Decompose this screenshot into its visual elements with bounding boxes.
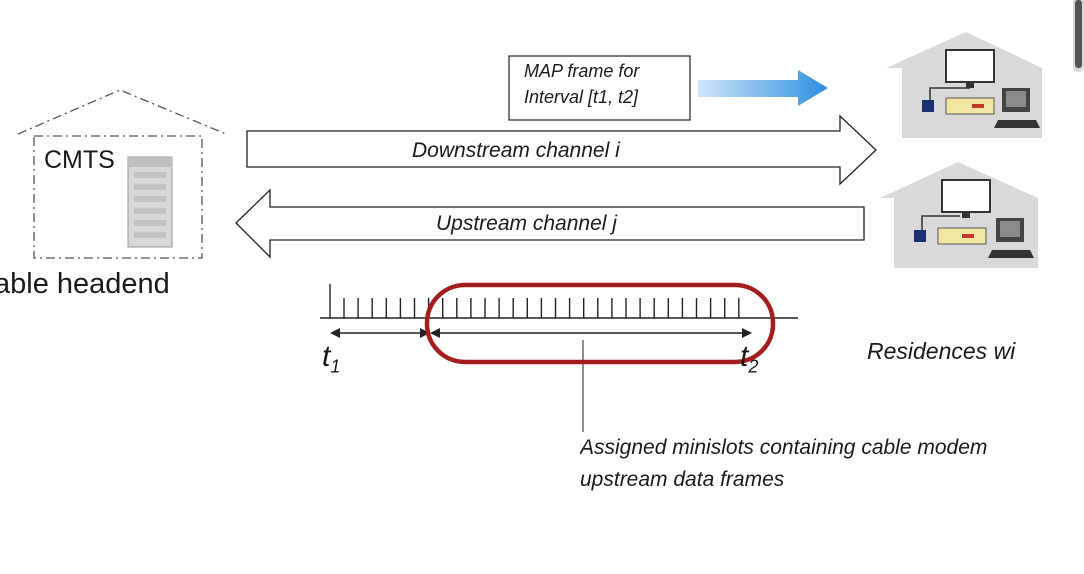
t1-main: t	[322, 340, 331, 373]
map-frame-label: MAP frame for Interval [t1, t2]	[509, 58, 687, 110]
downstream-arrow	[246, 114, 877, 186]
map-frame-line-2: Interval [t1, t2]	[524, 87, 639, 107]
minislot-note: Assigned minislots containing cable mode…	[580, 432, 1040, 496]
t2-main: t	[740, 340, 749, 373]
cmts-server-icon	[127, 156, 173, 248]
map-frame-box	[508, 55, 691, 121]
residence-house-1	[886, 32, 1042, 138]
downstream-label: Downstream channel i	[412, 139, 620, 162]
cmts-label: CMTS	[44, 146, 115, 174]
residence-house-2	[880, 162, 1038, 268]
t1-subscript: 1	[330, 356, 341, 377]
t2-subscript: 2	[748, 356, 759, 377]
assigned-minislots-highlight	[424, 282, 776, 365]
upstream-label: Upstream channel j	[436, 212, 617, 235]
minislot-note-line-2: upstream data frames	[580, 468, 785, 491]
headend-house	[17, 89, 227, 259]
minislot-note-line-1: Assigned minislots containing cable mode…	[580, 436, 988, 459]
map-send-arrow	[698, 70, 828, 106]
map-frame-line-1: MAP frame for	[524, 61, 640, 81]
t2-label: t2	[740, 340, 758, 377]
t1-label: t1	[322, 340, 340, 377]
headend-label: able headend	[0, 268, 170, 300]
minislot-timeline	[320, 284, 798, 432]
residences-label: Residences wi	[867, 338, 1016, 364]
upstream-arrow	[235, 188, 865, 259]
scrollbar-thumb[interactable]	[1075, 0, 1082, 68]
